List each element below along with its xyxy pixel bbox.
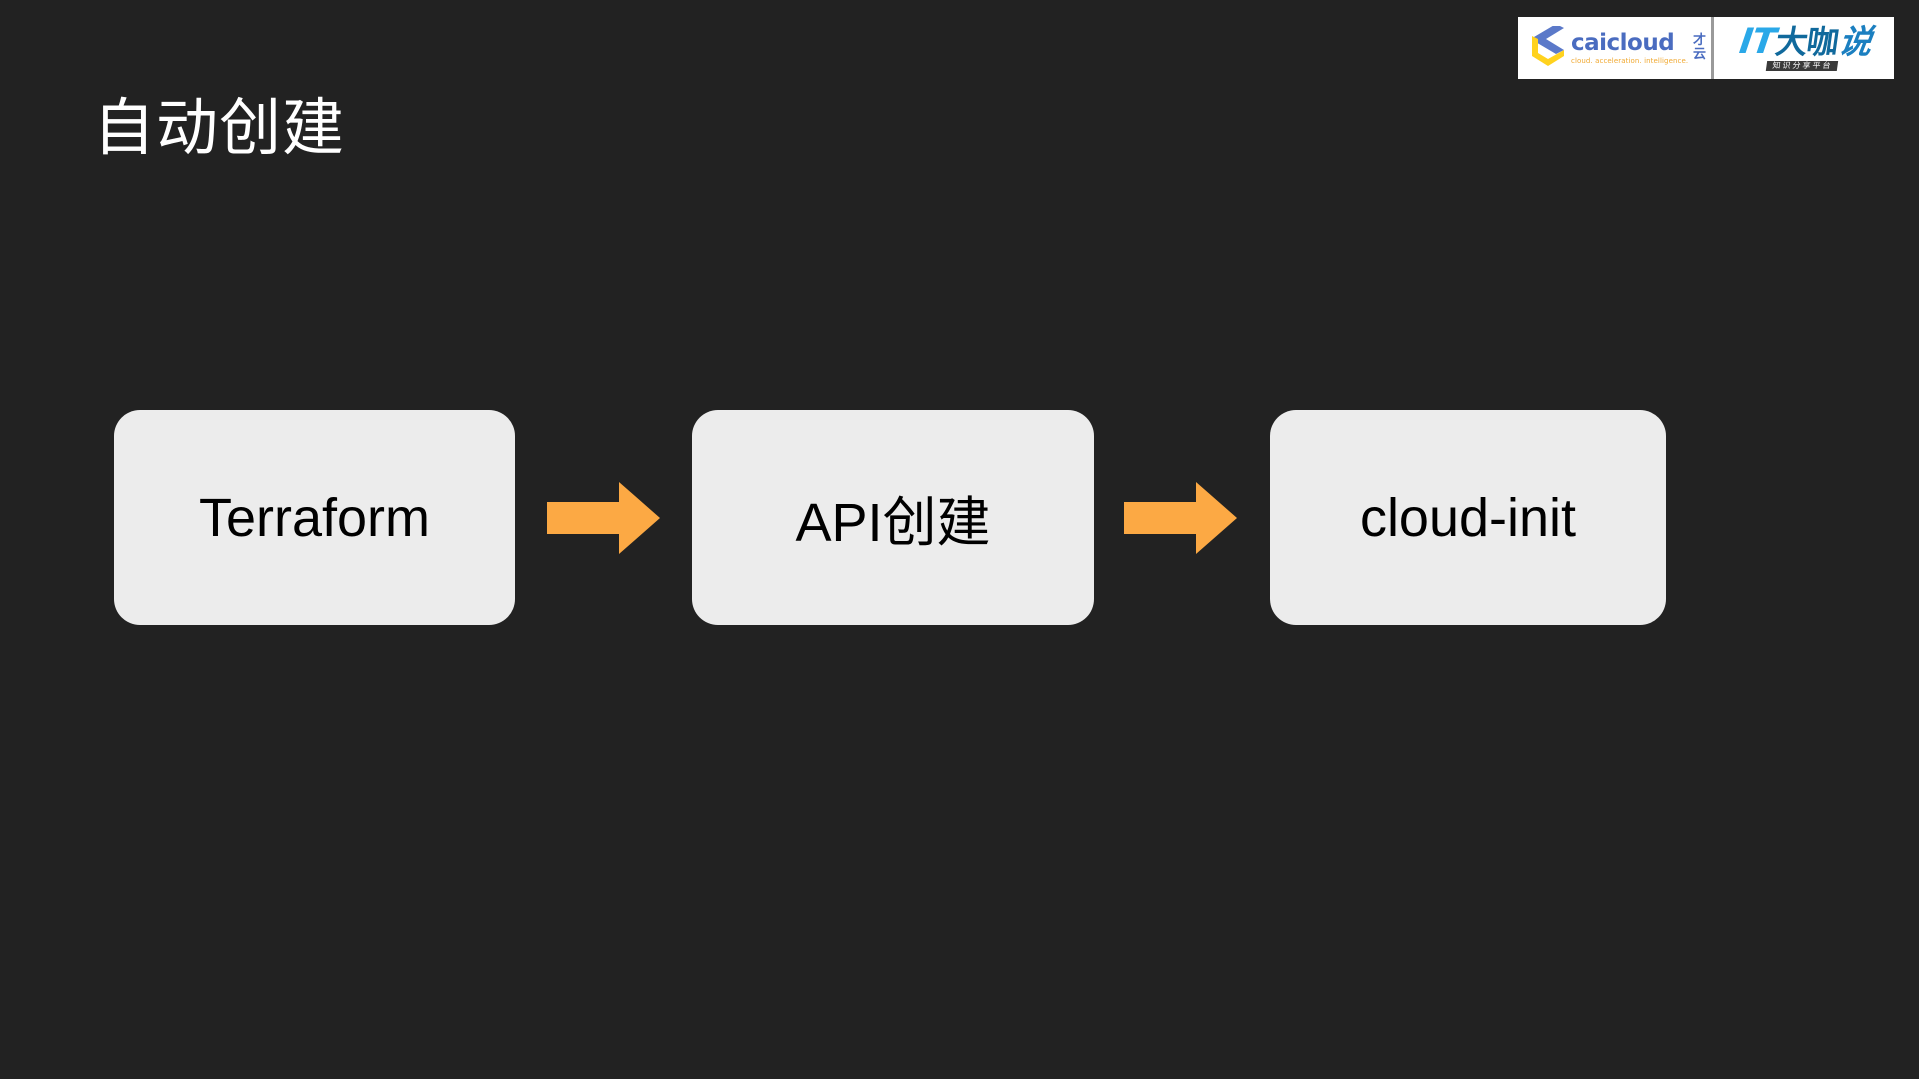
itdakashuo-main-line: IT 大咖 说	[1736, 22, 1874, 62]
arrow-right-icon	[1124, 482, 1237, 554]
flow-diagram: Terraform API创建 cloud-init	[0, 410, 1919, 630]
flow-step-label: cloud-init	[1359, 487, 1577, 548]
header-logo-bar: caicloud cloud. acceleration. intelligen…	[1518, 17, 1894, 79]
flow-arrow-2	[1124, 482, 1237, 554]
caicloud-mark-icon	[1532, 26, 1564, 66]
flow-step-cloud-init: cloud-init	[1270, 410, 1666, 625]
caicloud-chinese-char-2: 云	[1692, 47, 1706, 62]
flow-step-label: Terraform	[198, 487, 431, 548]
flow-step-terraform: Terraform	[114, 410, 515, 625]
itdakashuo-wordmark: IT 大咖 说 知识分享平台	[1735, 22, 1874, 71]
caicloud-chinese-char-1: 才	[1692, 33, 1706, 49]
arrow-right-icon	[547, 482, 660, 554]
caicloud-text-block: caicloud cloud. acceleration. intelligen…	[1571, 29, 1690, 65]
caicloud-logo: caicloud cloud. acceleration. intelligen…	[1518, 17, 1711, 79]
flow-step-label: API创建	[795, 493, 991, 553]
itdakashuo-subtitle: 知识分享平台	[1765, 61, 1838, 71]
caicloud-chinese-name: 才 云	[1693, 34, 1706, 61]
itdakashuo-prefix: IT	[1736, 22, 1778, 62]
itdakashuo-chinese-main: 大咖	[1772, 23, 1840, 61]
itdakashuo-chinese-suffix: 说	[1835, 22, 1874, 61]
page-title: 自动创建	[93, 91, 346, 164]
itdakashuo-logo: IT 大咖 说 知识分享平台	[1714, 17, 1894, 79]
caicloud-tagline: cloud. acceleration. intelligence.	[1571, 56, 1689, 65]
logo-divider	[1711, 17, 1714, 79]
flow-arrow-1	[547, 482, 660, 554]
caicloud-wordmark: caicloud	[1571, 29, 1675, 56]
flow-step-api: API创建	[692, 410, 1094, 625]
